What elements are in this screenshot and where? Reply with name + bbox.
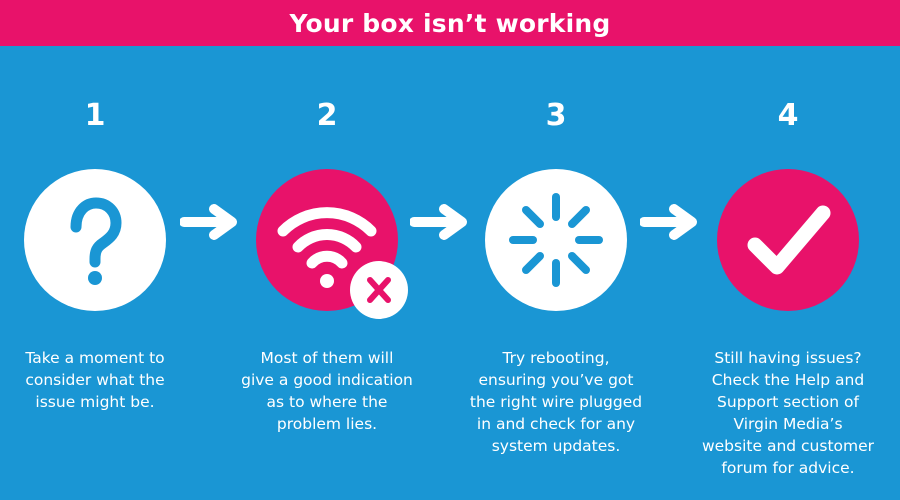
- step-number: 1: [84, 98, 106, 133]
- checkmark-icon: [747, 205, 831, 275]
- arrow-right-icon: [410, 204, 467, 240]
- step-number: 3: [545, 98, 567, 133]
- arrow-right-icon: [640, 204, 697, 240]
- step-4: 4 Still having issues? Check the Help an…: [673, 95, 900, 479]
- step-description: Still having issues? Check the Help and …: [701, 349, 875, 477]
- step-description: Most of them will give a good indication…: [241, 349, 413, 433]
- wifi-icon: [277, 207, 377, 288]
- step-description: Take a moment to consider what the issue…: [25, 349, 165, 411]
- step-number: 2: [316, 98, 338, 133]
- step-circle: [24, 169, 166, 311]
- arrow-right-icon: [180, 204, 237, 240]
- step-circle: [717, 169, 859, 311]
- step-number: 4: [777, 98, 799, 133]
- step-2: 2 Most of them will give a good indicati…: [212, 95, 442, 435]
- question-mark-icon: [70, 197, 122, 285]
- step-3: 3 Try rebooting, ensuring you’ve got the…: [441, 95, 671, 457]
- step-description: Try rebooting, ensuring you’ve got the r…: [469, 349, 643, 455]
- step-circle: [256, 169, 408, 319]
- close-icon: [367, 277, 391, 303]
- page-title: Your box isn’t working: [289, 8, 611, 38]
- error-badge: [350, 261, 408, 319]
- step-1: 1 Take a moment to consider what the iss…: [0, 95, 210, 413]
- header-banner: Your box isn’t working: [0, 0, 900, 46]
- step-circle: [485, 169, 627, 311]
- loading-spinner-icon: [509, 193, 603, 287]
